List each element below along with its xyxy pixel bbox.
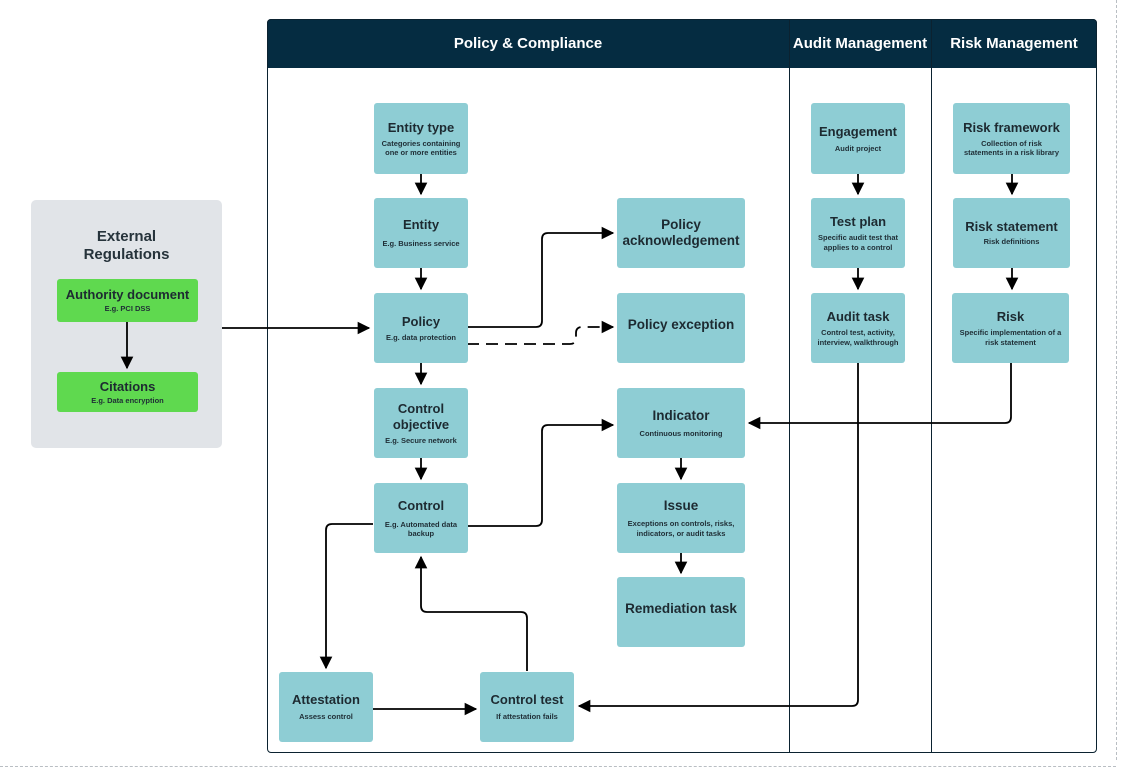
node-entity-type[interactable]: Entity type Categories containing one or… [374, 103, 468, 174]
node-control[interactable]: Control E.g. Automated data backup [374, 483, 468, 553]
node-audit-task[interactable]: Audit task Control test, activity, inter… [811, 293, 905, 363]
node-title-line2: objective [392, 416, 450, 432]
node-subtitle-line2: applies to a control [823, 242, 893, 252]
node-entity[interactable]: Entity E.g. Business service [374, 198, 468, 268]
node-title: Control objective [393, 401, 449, 433]
node-indicator[interactable]: Indicator Continuous monitoring [617, 388, 745, 458]
node-subtitle: Collection of risk statements in a risk … [964, 139, 1059, 158]
node-control-objective[interactable]: Control objective E.g. Secure network [374, 388, 468, 458]
lane-divider-risk [931, 19, 932, 753]
node-policy-exception[interactable]: Policy exception [617, 293, 745, 363]
node-remediation-task[interactable]: Remediation task [617, 577, 745, 647]
node-subtitle: Specific implementation of a risk statem… [960, 328, 1062, 347]
node-title: Risk framework [963, 119, 1060, 135]
node-risk[interactable]: Risk Specific implementation of a risk s… [952, 293, 1069, 363]
node-subtitle: Continuous monitoring [639, 428, 723, 438]
node-subtitle-line1: E.g. Automated data [384, 519, 458, 529]
node-citations[interactable]: Citations E.g. Data encryption [57, 372, 198, 412]
node-title: Engagement [818, 123, 897, 139]
lane-title-audit: Audit Management [792, 35, 928, 52]
node-subtitle-line2: indicators, or audit tasks [636, 528, 726, 538]
node-subtitle-line2: interview, walkthrough [817, 337, 899, 347]
node-subtitle: E.g. Data encryption [91, 395, 164, 405]
node-title-line2: acknowledgement [622, 233, 740, 248]
node-title: Entity type [387, 119, 455, 135]
lane-title-risk: Risk Management [950, 35, 1078, 52]
node-title: Audit task [826, 309, 890, 324]
node-subtitle: Assess control [299, 712, 353, 722]
node-title: Entity [402, 217, 440, 233]
node-subtitle-line1: Control test, activity, [821, 328, 895, 337]
node-subtitle: E.g. Secure network [385, 435, 457, 445]
node-title-line1: Policy [661, 217, 701, 232]
arrow-risk-to-indicator [747, 363, 1012, 430]
node-subtitle-line2: backup [407, 529, 435, 538]
node-issue[interactable]: Issue Exceptions on controls, risks, ind… [617, 483, 745, 553]
node-subtitle-line1: Collection of risk [981, 138, 1042, 148]
node-title: Control test [490, 692, 564, 708]
arrow-controltest-to-control [414, 555, 528, 671]
node-subtitle-line2: risk statement [985, 337, 1036, 347]
arrow-audittask-to-controltest [577, 363, 859, 713]
node-title: Authority document [65, 287, 190, 303]
node-subtitle: Categories containing one or more entiti… [382, 139, 461, 158]
node-subtitle: Control test, activity, interview, walkt… [818, 328, 899, 347]
node-subtitle: Risk definitions [983, 237, 1040, 247]
node-test-plan[interactable]: Test plan Specific audit test that appli… [811, 198, 905, 268]
node-title: Control [397, 497, 445, 513]
arrow-policy-to-exception [467, 320, 615, 345]
node-subtitle: Exceptions on controls, risks, indicator… [628, 519, 735, 538]
node-subtitle-line1: Specific implementation of a [959, 328, 1062, 337]
node-engagement[interactable]: Engagement Audit project [811, 103, 905, 174]
node-title: Issue [663, 498, 699, 513]
node-subtitle: Specific audit test that applies to a co… [818, 233, 898, 252]
node-title: Indicator [652, 407, 710, 423]
node-risk-framework[interactable]: Risk framework Collection of risk statem… [953, 103, 1070, 174]
node-policy-acknowledgement[interactable]: Policy acknowledgement [617, 198, 745, 268]
page-edge-right [1116, 0, 1117, 760]
node-subtitle: E.g. Business service [382, 239, 460, 249]
swimlane-header [267, 19, 1097, 68]
node-subtitle: Audit project [834, 143, 882, 153]
node-control-test[interactable]: Control test If attestation fails [480, 672, 574, 742]
node-title-line1: Control [397, 400, 445, 416]
node-title: Citations [99, 378, 156, 394]
arrow-policy-to-acknowledgement [467, 226, 615, 328]
node-subtitle-line2: statements in a risk library [963, 148, 1060, 157]
node-title: Risk statement [965, 219, 1058, 235]
node-subtitle-line1: Categories containing [381, 138, 461, 148]
lane-title-policy: Policy & Compliance [453, 35, 603, 52]
node-attestation[interactable]: Attestation Assess control [279, 672, 373, 742]
node-title: Policy acknowledgement [622, 217, 739, 249]
node-title: Risk [996, 309, 1025, 324]
node-title: Policy [401, 313, 441, 329]
node-subtitle: If attestation fails [496, 712, 558, 722]
node-policy[interactable]: Policy E.g. data protection [374, 293, 468, 363]
node-subtitle: E.g. PCI DSS [104, 304, 151, 314]
node-subtitle-line1: Specific audit test that [817, 233, 898, 242]
node-title: Policy exception [627, 317, 735, 332]
node-authority-document[interactable]: Authority document E.g. PCI DSS [57, 279, 198, 322]
external-title-line1: External [96, 228, 157, 245]
node-risk-statement[interactable]: Risk statement Risk definitions [953, 198, 1070, 268]
node-title: Attestation [292, 692, 360, 708]
node-title: Remediation task [625, 601, 737, 616]
arrow-control-to-attestation [319, 523, 373, 670]
node-title: Test plan [829, 214, 887, 229]
node-subtitle-line2: one or more entities [385, 148, 457, 157]
arrow-control-to-indicator [467, 418, 615, 527]
external-regulations-title: External Regulations [31, 228, 222, 264]
lane-divider-audit [789, 19, 790, 753]
swimlane-frame [267, 19, 1097, 753]
node-subtitle-line1: Exceptions on controls, risks, [627, 519, 735, 528]
page-edge-bottom [0, 766, 1116, 767]
node-subtitle: E.g. data protection [385, 332, 456, 342]
node-subtitle: E.g. Automated data backup [385, 520, 457, 539]
external-title-line2: Regulations [83, 246, 170, 263]
